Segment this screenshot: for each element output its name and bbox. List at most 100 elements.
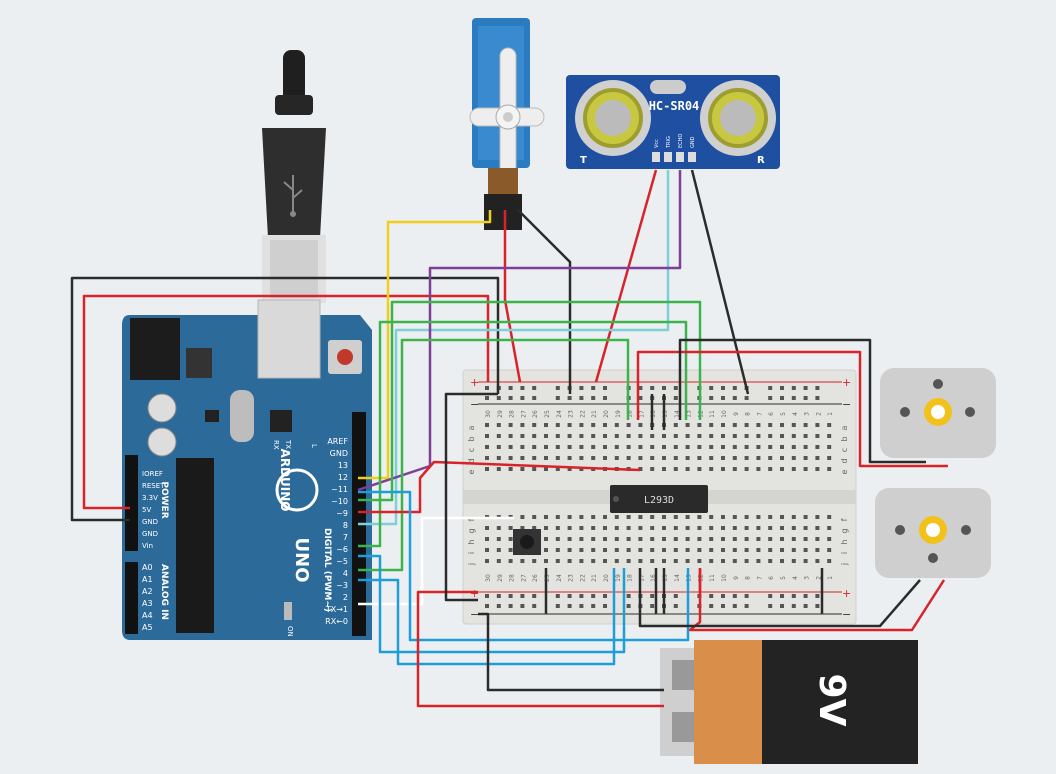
breadboard-hole <box>756 423 761 427</box>
arduino-digital-label: DIGITAL (PWM~) <box>322 528 332 612</box>
breadboard-hole <box>650 515 655 519</box>
breadboard-hole <box>496 526 501 530</box>
column-number-bottom: 9 <box>733 576 740 580</box>
rail-hole <box>815 386 820 390</box>
wire-motor2-black <box>638 568 921 628</box>
breadboard-hole <box>614 445 619 449</box>
power-pin-label: 5V <box>142 506 151 514</box>
breadboard-hole <box>555 537 560 541</box>
breadboard-hole <box>732 559 737 563</box>
breadboard-hole <box>532 515 537 519</box>
breadboard-hole <box>650 526 655 530</box>
breadboard-hole <box>780 434 784 438</box>
rail-hole <box>496 604 501 608</box>
breadboard-hole <box>662 434 666 438</box>
breadboard-hole <box>508 423 513 427</box>
breadboard-hole <box>721 537 725 541</box>
wire-blue-b <box>358 568 616 666</box>
breadboard-hole <box>614 515 619 519</box>
breadboard-hole <box>815 526 820 530</box>
breadboard-hole <box>591 515 596 519</box>
digital-pin-label: 2 <box>343 593 348 602</box>
rail-hole <box>532 396 537 400</box>
breadboard-hole <box>579 537 584 541</box>
rail-hole <box>555 594 560 598</box>
wires <box>70 169 948 708</box>
rail-hole <box>603 604 607 608</box>
rail-hole <box>485 386 489 390</box>
breadboard-hole <box>709 456 714 460</box>
row-letter-left: j <box>467 563 476 566</box>
breadboard-hole <box>827 526 832 530</box>
digital-pin-label: 8 <box>343 521 348 530</box>
column-number-bottom: 30 <box>485 574 492 582</box>
breadboard-hole <box>650 548 655 552</box>
column-number-bottom: 3 <box>804 576 811 580</box>
rail-hole <box>485 594 489 598</box>
rail-hole <box>555 386 560 390</box>
dc-motor-bottom <box>875 488 991 578</box>
l293d-chip <box>610 485 708 513</box>
breadboard-hole <box>815 537 820 541</box>
column-number-bottom: 26 <box>532 574 539 582</box>
breadboard-hole <box>603 445 607 449</box>
breadboard-hole <box>768 526 773 530</box>
rail-minus-top-left: − <box>470 398 479 411</box>
rail-hole <box>768 604 773 608</box>
rail-hole <box>579 396 584 400</box>
breadboard-hole <box>744 423 749 427</box>
column-number-top: 16 <box>650 410 657 418</box>
breadboard-hole <box>768 467 773 471</box>
breadboard-hole <box>579 434 584 438</box>
rail-hole <box>780 386 784 390</box>
rail-hole <box>768 396 773 400</box>
row-letter-right: e <box>840 469 849 474</box>
rail-hole <box>791 396 796 400</box>
breadboard-hole <box>520 526 525 530</box>
breadboard-hole <box>520 559 525 563</box>
rail-hole <box>673 604 678 608</box>
rail-hole <box>744 396 749 400</box>
row-letter-right: h <box>840 539 849 544</box>
row-letter-left: f <box>467 518 476 521</box>
breadboard-hole <box>555 548 560 552</box>
breadboard-hole <box>697 434 702 438</box>
breadboard-hole <box>579 548 584 552</box>
column-number-top: 14 <box>674 410 681 418</box>
breadboard-hole <box>591 548 596 552</box>
breadboard-hole <box>791 548 796 552</box>
breadboard-hole <box>579 559 584 563</box>
breadboard-hole <box>744 445 749 449</box>
rail-hole <box>815 604 820 608</box>
digital-pin-label: ~6 <box>336 545 348 554</box>
wire-sensor-echo <box>357 170 682 492</box>
wire-battery-black <box>478 612 664 692</box>
breadboard-hole <box>685 559 690 563</box>
breadboard-hole <box>603 423 607 427</box>
breadboard-hole <box>791 423 796 427</box>
rail-hole <box>721 594 725 598</box>
breadboard-hole <box>567 445 572 449</box>
rail-hole <box>496 396 501 400</box>
breadboard-hole <box>532 456 537 460</box>
breadboard-hole <box>567 423 572 427</box>
breadboard-hole <box>508 434 513 438</box>
wire-servo-gnd <box>517 209 572 394</box>
rail-plus-top-right: + <box>842 376 851 389</box>
wire-green-c <box>358 338 630 572</box>
column-number-top: 17 <box>638 410 645 418</box>
column-number-bottom: 18 <box>627 574 634 582</box>
breadboard-hole <box>815 467 820 471</box>
breadboard-hole <box>709 559 714 563</box>
breadboard-hole <box>555 515 560 519</box>
digital-pin-label: 12 <box>338 473 348 482</box>
rail-hole <box>567 604 572 608</box>
breadboard-hole <box>709 445 714 449</box>
row-letter-right: a <box>840 425 849 430</box>
breadboard-hole <box>532 445 537 449</box>
column-number-bottom: 5 <box>780 576 787 580</box>
breadboard-hole <box>555 526 560 530</box>
breadboard-hole <box>603 526 607 530</box>
rail-hole <box>555 396 560 400</box>
rail-minus-top-right: − <box>842 398 851 411</box>
